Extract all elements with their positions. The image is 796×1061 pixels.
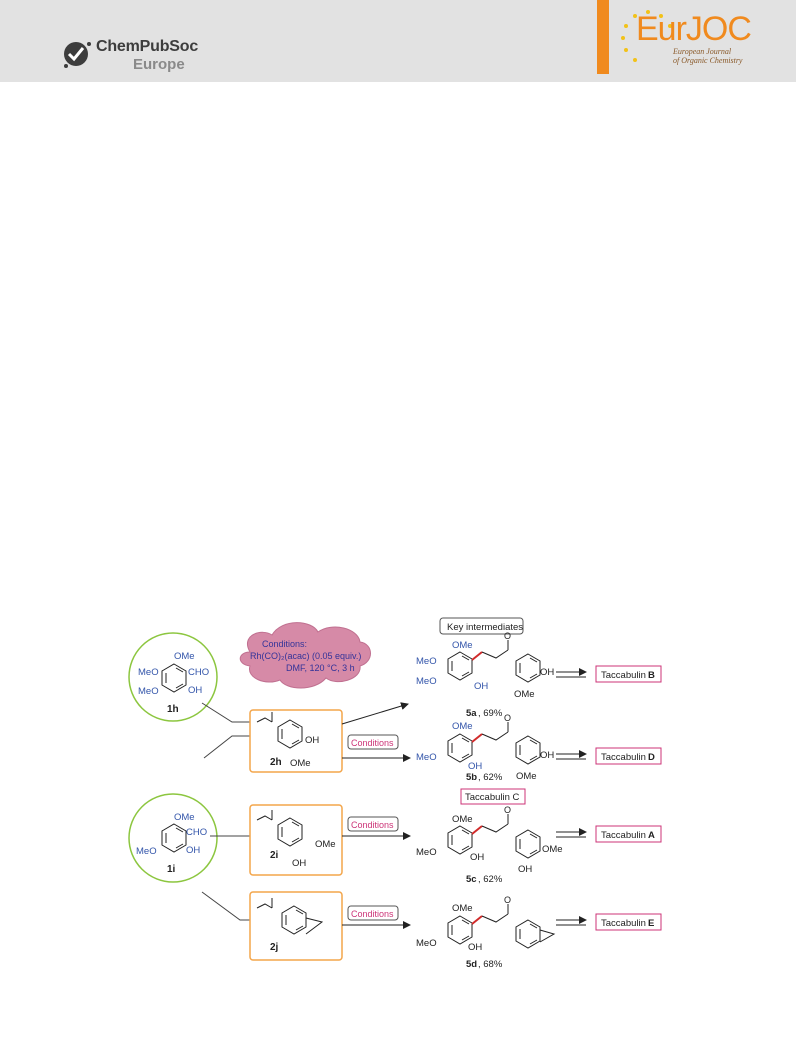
svg-text:OH: OH	[468, 942, 482, 953]
svg-text:OMe: OMe	[542, 844, 563, 855]
conditions-tag-2i: Conditions	[347, 816, 399, 832]
svg-text:, 68%: , 68%	[478, 959, 503, 970]
enone-2i: OMe OH 2i	[249, 804, 343, 876]
svg-text:MeO: MeO	[416, 656, 437, 667]
arrow-to-5a	[341, 702, 409, 725]
target-taccabulin-e: Taccabulin E	[595, 913, 662, 931]
svg-text:O: O	[504, 895, 511, 905]
svg-text:Taccabulin: Taccabulin	[601, 918, 646, 929]
connector-1h	[201, 702, 250, 723]
product-5a: OMe MeO MeO OH O OH OMe 5a , 69%	[416, 631, 554, 719]
svg-text:1h: 1h	[167, 704, 179, 715]
svg-text:OMe: OMe	[174, 651, 195, 662]
journal-logo: EurJOC	[636, 10, 752, 48]
svg-text:OH: OH	[474, 681, 488, 692]
target-taccabulin-d: Taccabulin D	[595, 747, 662, 765]
svg-text:Taccabulin: Taccabulin	[601, 830, 646, 841]
reaction-scheme: Conditions: Rh(CO)₂(acac) (0.05 equiv.) …	[128, 617, 662, 970]
svg-text:D: D	[648, 752, 655, 763]
svg-text:OH: OH	[292, 858, 306, 869]
svg-text:OMe: OMe	[452, 903, 473, 914]
connector-1i-top	[203, 735, 250, 759]
svg-text:O: O	[504, 713, 511, 723]
svg-text:OH: OH	[305, 735, 319, 746]
svg-text:O: O	[504, 631, 511, 641]
conditions-line2: Rh(CO)₂(acac) (0.05 equiv.)	[250, 651, 361, 661]
svg-text:OMe: OMe	[452, 814, 473, 825]
conditions-line3: DMF, 120 °C, 3 h	[286, 663, 355, 673]
conditions-cloud: Conditions: Rh(CO)₂(acac) (0.05 equiv.) …	[239, 622, 371, 689]
publisher-sub: Europe	[133, 56, 185, 73]
svg-text:5d: 5d	[466, 959, 477, 970]
svg-text:OMe: OMe	[315, 839, 336, 850]
svg-text:OMe: OMe	[290, 758, 311, 769]
svg-text:5c: 5c	[466, 874, 477, 885]
svg-text:OH: OH	[540, 667, 554, 678]
svg-text:OMe: OMe	[452, 640, 473, 651]
svg-text:OH: OH	[540, 750, 554, 761]
svg-text:MeO: MeO	[416, 752, 437, 763]
double-arrows	[556, 668, 587, 926]
svg-text:2i: 2i	[270, 850, 279, 861]
product-5d: OMe MeO OH O 5d , 68%	[416, 895, 556, 970]
product-5b: OMe MeO OH O OH OMe 5b , 62%	[416, 713, 554, 783]
svg-text:OH: OH	[188, 685, 202, 696]
svg-text:MeO: MeO	[416, 938, 437, 949]
conditions-line1: Conditions:	[262, 639, 307, 649]
journal-sub1: European Journal	[673, 47, 732, 56]
svg-text:OMe: OMe	[174, 812, 195, 823]
eu-stars-icon	[621, 10, 672, 62]
enone-2j: 2j	[249, 891, 343, 961]
svg-text:O: O	[504, 805, 511, 815]
chempubsoc-logo-icon	[64, 42, 91, 68]
journal-sub2: of Organic Chemistry	[673, 56, 743, 65]
conditions-tag-2h: Conditions	[347, 734, 399, 750]
publisher-name: ChemPubSoc	[96, 38, 199, 55]
journal-header: ChemPubSoc Europe EurJOC European Journa…	[0, 0, 796, 82]
accent-bar	[597, 0, 609, 74]
product-5c: OMe MeO OH O OMe OH 5c , 62%	[416, 805, 563, 885]
svg-text:B: B	[648, 670, 655, 681]
svg-text:Taccabulin: Taccabulin	[601, 670, 646, 681]
aldehyde-1i: OMe CHO OH MeO 1i	[128, 793, 218, 883]
target-taccabulin-a: Taccabulin A	[595, 825, 662, 843]
target-taccabulin-b: Taccabulin B	[595, 665, 662, 683]
enone-2h: OH OMe 2h	[249, 709, 343, 773]
aldehyde-1h: OMe MeO MeO CHO OH 1h	[128, 632, 218, 722]
svg-text:CHO: CHO	[186, 827, 207, 838]
svg-text:, 62%: , 62%	[478, 874, 503, 885]
svg-text:2h: 2h	[270, 757, 282, 768]
svg-text:5a: 5a	[466, 708, 477, 719]
svg-text:Conditions: Conditions	[351, 738, 394, 748]
svg-text:OH: OH	[470, 852, 484, 863]
svg-text:MeO: MeO	[416, 676, 437, 687]
taccabulin-c-label: Taccabulin C	[460, 788, 526, 805]
svg-text:2j: 2j	[270, 942, 279, 953]
svg-text:, 62%: , 62%	[478, 772, 503, 783]
svg-text:5b: 5b	[466, 772, 477, 783]
svg-text:OH: OH	[468, 761, 482, 772]
svg-text:CHO: CHO	[188, 667, 209, 678]
svg-text:OMe: OMe	[452, 721, 473, 732]
key-intermediates-label: Key intermediates	[439, 617, 524, 635]
svg-text:OMe: OMe	[516, 771, 537, 782]
svg-text:Key intermediates: Key intermediates	[447, 622, 523, 633]
svg-text:, 69%: , 69%	[478, 708, 503, 719]
svg-text:OH: OH	[186, 845, 200, 856]
svg-text:A: A	[648, 830, 655, 841]
svg-text:MeO: MeO	[138, 686, 159, 697]
svg-text:Taccabulin: Taccabulin	[601, 752, 646, 763]
svg-text:Conditions: Conditions	[351, 820, 394, 830]
svg-text:MeO: MeO	[138, 667, 159, 678]
connector-1i-bot	[201, 891, 250, 921]
svg-text:OH: OH	[518, 864, 532, 875]
conditions-tag-2j: Conditions	[347, 905, 399, 921]
svg-text:E: E	[648, 918, 654, 929]
svg-text:1i: 1i	[167, 864, 176, 875]
svg-text:Conditions: Conditions	[351, 909, 394, 919]
svg-text:Taccabulin C: Taccabulin C	[465, 792, 520, 803]
svg-text:OMe: OMe	[514, 689, 535, 700]
svg-text:MeO: MeO	[416, 847, 437, 858]
svg-text:MeO: MeO	[136, 846, 157, 857]
